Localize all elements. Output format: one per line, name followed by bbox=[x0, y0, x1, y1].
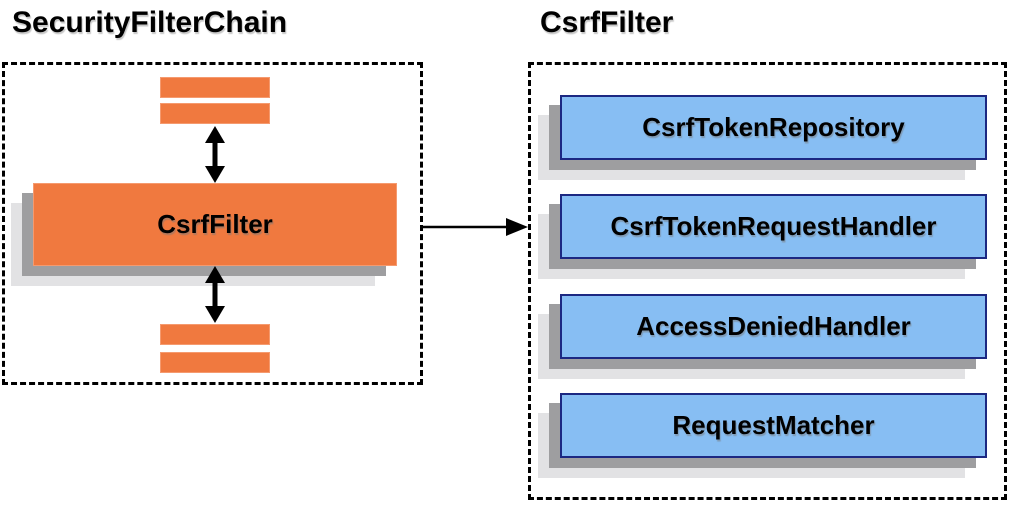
security-filter-chain-container bbox=[2, 62, 423, 385]
csrf-filter-container bbox=[528, 62, 1007, 500]
access-denied-handler-node: AccessDeniedHandler bbox=[560, 294, 987, 359]
filter-chain-bar bbox=[160, 352, 270, 373]
right-arrow-icon bbox=[422, 218, 528, 236]
csrf-filter-title: CsrfFilter bbox=[540, 6, 674, 39]
filter-chain-bar bbox=[160, 324, 270, 345]
node-label: CsrfTokenRequestHandler bbox=[610, 211, 937, 241]
csrf-filter-node-label: CsrfFilter bbox=[157, 209, 273, 239]
filter-chain-bar bbox=[160, 77, 270, 98]
node-label: CsrfTokenRepository bbox=[642, 112, 905, 142]
node-label: RequestMatcher bbox=[672, 410, 875, 440]
filter-chain-bar bbox=[160, 103, 270, 124]
csrf-filter-node: CsrfFilter bbox=[33, 183, 397, 266]
request-matcher-node: RequestMatcher bbox=[560, 393, 987, 458]
node-label: AccessDeniedHandler bbox=[636, 311, 911, 341]
csrf-token-repository-node: CsrfTokenRepository bbox=[560, 95, 987, 160]
csrf-token-request-handler-node: CsrfTokenRequestHandler bbox=[560, 194, 987, 259]
security-filter-chain-title: SecurityFilterChain bbox=[12, 6, 288, 39]
